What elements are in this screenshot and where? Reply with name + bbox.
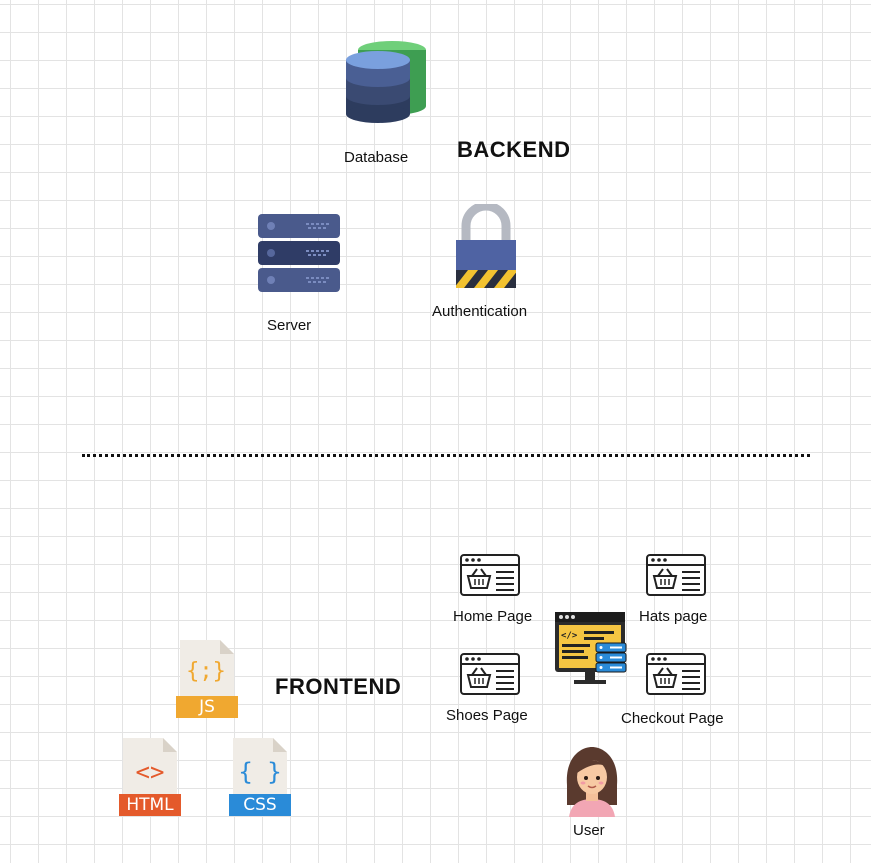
backend-heading: BACKEND: [457, 137, 571, 162]
svg-text:<>: <>: [136, 758, 165, 786]
js-file-icon: {;} JS: [176, 640, 238, 720]
svg-text:</>: </>: [561, 631, 578, 641]
hats-page-label: Hats page: [639, 608, 708, 625]
frontend-heading: FRONTEND: [275, 674, 402, 699]
checkout-page-icon: [646, 653, 706, 695]
home-page-label: Home Page: [453, 608, 533, 625]
js-file-label: JS: [199, 697, 215, 717]
server-icon: [258, 214, 342, 298]
padlock-icon: [454, 204, 518, 288]
checkout-page-label: Checkout Page: [621, 710, 724, 727]
user-avatar-icon: [563, 745, 621, 817]
server-label: Server: [267, 317, 312, 334]
authentication-label: Authentication: [432, 303, 528, 320]
database-icon: [340, 38, 432, 126]
shoes-page-icon: [460, 653, 520, 695]
svg-text:{;}: {;}: [186, 659, 226, 684]
frontend-backend-divider: [82, 454, 810, 457]
svg-text:{ }: { }: [238, 758, 281, 786]
css-file-icon: { } CSS: [229, 738, 291, 818]
computer-code-icon: </>: [554, 611, 628, 687]
home-page-icon: [460, 554, 520, 596]
html-file-label: HTML: [126, 795, 174, 815]
hats-page-icon: [646, 554, 706, 596]
css-file-label: CSS: [243, 795, 277, 815]
html-file-icon: <> HTML: [119, 738, 181, 818]
user-label: User: [573, 822, 605, 839]
shoes-page-label: Shoes Page: [446, 707, 528, 724]
database-label: Database: [344, 149, 409, 166]
